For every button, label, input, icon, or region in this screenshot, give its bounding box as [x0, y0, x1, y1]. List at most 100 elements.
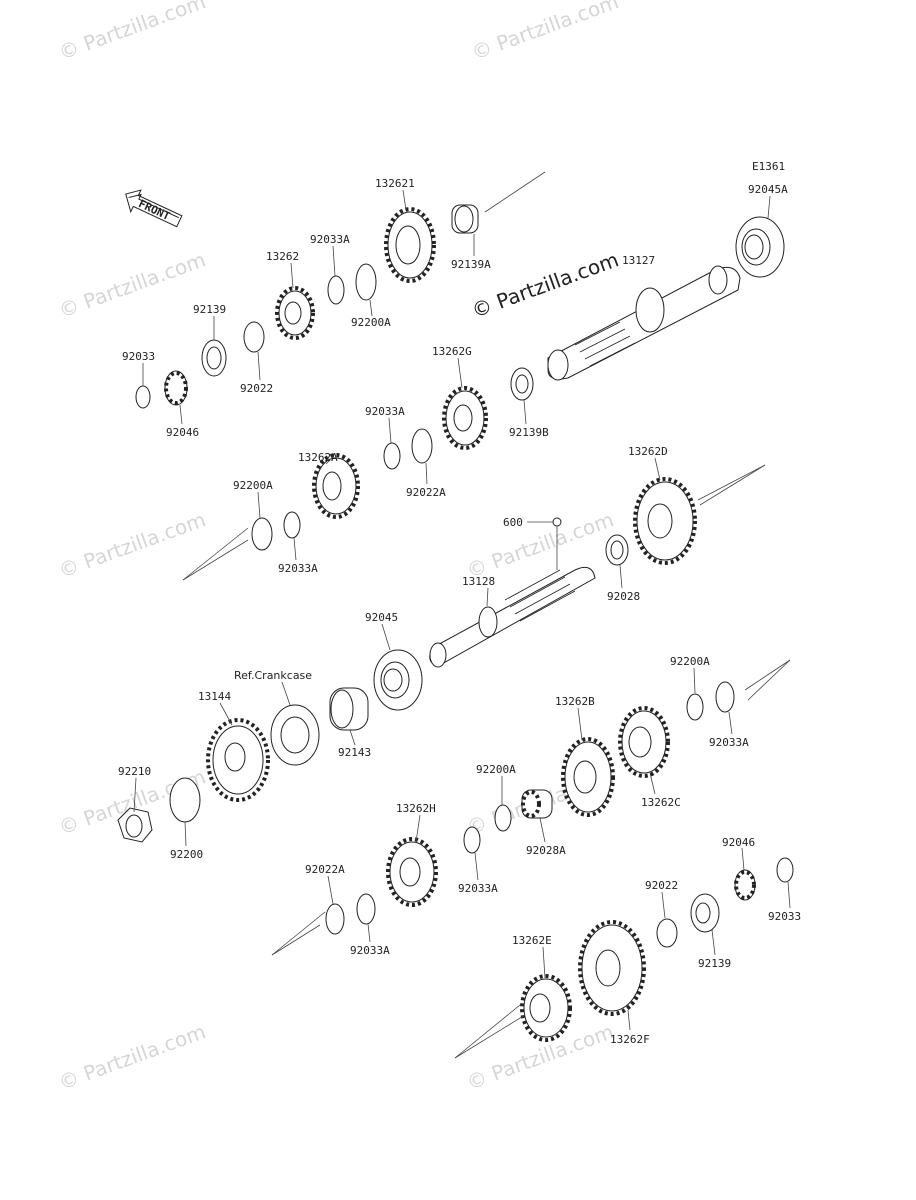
label-ref-crankcase: Ref.Crankcase	[234, 669, 312, 682]
label-92046-2: 92046	[722, 836, 755, 849]
label-92033A-4: 92033A	[709, 736, 749, 749]
label-13262H: 13262H	[396, 802, 436, 815]
label-92033-2: 92033	[768, 910, 801, 923]
gear-13262D	[633, 477, 697, 565]
label-92200A-2: 92200A	[233, 479, 273, 492]
circlip-92033A-6	[356, 893, 376, 925]
washer-92022A	[411, 428, 433, 464]
bearing-92139A	[451, 204, 479, 234]
axis-line	[182, 539, 249, 581]
washer-92200A-2	[251, 517, 273, 551]
label-92139B: 92139B	[509, 426, 549, 439]
axis-line	[454, 1004, 521, 1059]
axis-line	[697, 464, 766, 501]
collar-92143	[329, 687, 369, 731]
label-92022: 92022	[240, 382, 273, 395]
axis-line	[454, 1014, 526, 1059]
axis-line	[271, 924, 321, 956]
label-92022A-2: 92022A	[305, 863, 345, 876]
label-92139-2: 92139	[698, 957, 731, 970]
gear-132621	[384, 207, 436, 283]
washer-92022-2	[656, 918, 678, 948]
axis-line	[484, 171, 546, 213]
label-92045: 92045	[365, 611, 398, 624]
label-13262C: 13262C	[641, 796, 681, 809]
watermark-text: © Partzilla.com	[56, 507, 209, 582]
label-92139A: 92139A	[451, 258, 491, 271]
label-92028: 92028	[607, 590, 640, 603]
label-13262: 13262	[266, 250, 299, 263]
watermark-text: © Partzilla.com	[56, 247, 209, 322]
label-92200A: 92200A	[351, 316, 391, 329]
axis-line	[747, 659, 791, 701]
part-labels: 132621 92139A 92045A 92033A 13262 92200A…	[118, 177, 801, 1046]
gear-13262	[275, 286, 315, 340]
label-92033A-2: 92033A	[365, 405, 405, 418]
oil-seal	[270, 704, 320, 766]
label-92200: 92200	[170, 848, 203, 861]
washer-92200A-4	[494, 804, 512, 832]
bearing-92028A	[521, 789, 553, 819]
label-600: 600	[503, 516, 523, 529]
diagram-code: E1361	[752, 160, 785, 173]
label-13262F: 13262F	[610, 1033, 650, 1046]
circlip-92033-2	[776, 857, 794, 883]
label-92033A: 92033A	[310, 233, 350, 246]
watermark-text: © Partzilla.com	[464, 507, 617, 582]
front-label: FRONT	[136, 197, 172, 223]
gear-13262C	[618, 706, 670, 778]
label-92022-2: 92022	[645, 879, 678, 892]
circlip-92033A	[327, 275, 345, 305]
leader-lines	[133, 189, 791, 1031]
label-92210: 92210	[118, 765, 151, 778]
front-arrow-icon: FRONT	[125, 189, 183, 228]
washer-92200A-3	[686, 693, 704, 721]
watermark-center-text: © Partzilla.com	[469, 247, 622, 322]
label-92139: 92139	[193, 303, 226, 316]
label-92033A-6: 92033A	[350, 944, 390, 957]
label-92033: 92033	[122, 350, 155, 363]
watermark-text: © Partzilla.com	[56, 0, 209, 65]
label-13262A: 13262A	[298, 451, 338, 464]
washer-92022A-2	[325, 903, 345, 935]
circlip-92033A-5	[463, 826, 481, 854]
circlip-92033A-4	[715, 681, 735, 713]
label-13127: 13127	[622, 254, 655, 267]
circlip-92033A-2	[383, 442, 401, 470]
label-13262G: 13262G	[432, 345, 472, 358]
axis-line	[182, 527, 249, 581]
bearing-92045A	[735, 216, 785, 278]
marker-600-icon	[552, 517, 562, 527]
label-92022A: 92022A	[406, 486, 446, 499]
label-92200A-3: 92200A	[670, 655, 710, 668]
washer-92200A	[355, 263, 377, 301]
needle-bearing-92046-2	[734, 869, 756, 901]
label-92033A-5: 92033A	[458, 882, 498, 895]
washer-92022	[243, 321, 265, 353]
gear-13262F	[578, 920, 646, 1016]
needle-bearing-92046	[164, 370, 188, 406]
collar-92139-2	[690, 893, 720, 933]
gear-13262E	[520, 974, 572, 1042]
label-92045A: 92045A	[748, 183, 788, 196]
axis-line	[699, 464, 766, 506]
washer-92200	[169, 777, 201, 823]
bearing-92045	[373, 649, 423, 711]
nut-92210	[117, 807, 153, 843]
label-13262D: 13262D	[628, 445, 668, 458]
bearing-92028	[605, 534, 629, 566]
watermark-text: © Partzilla.com	[56, 1019, 209, 1094]
shaft-13127	[547, 265, 741, 381]
axis-line	[271, 911, 326, 956]
label-92200A-4: 92200A	[476, 763, 516, 776]
label-92033A-3: 92033A	[278, 562, 318, 575]
collar-92139	[201, 339, 227, 377]
label-13144: 13144	[198, 690, 231, 703]
collar-92139B	[510, 367, 534, 401]
gear-13262A	[312, 453, 360, 519]
gear-13262B	[561, 737, 615, 817]
label-13262B: 13262B	[555, 695, 595, 708]
label-92046: 92046	[166, 426, 199, 439]
label-92028A: 92028A	[526, 844, 566, 857]
